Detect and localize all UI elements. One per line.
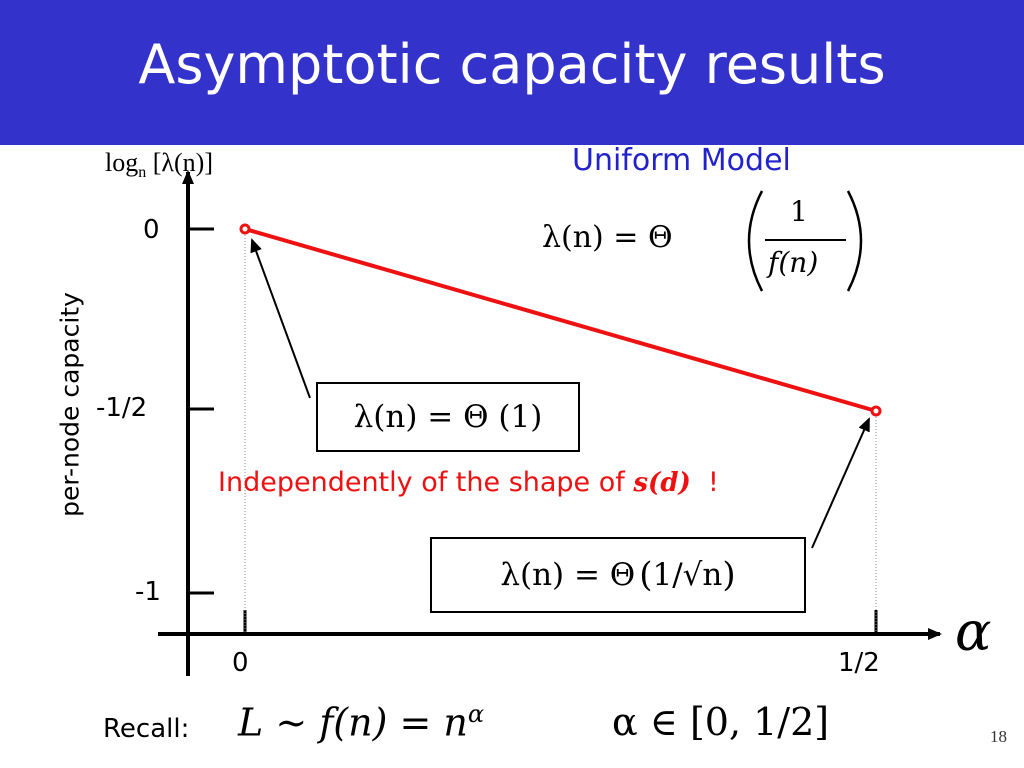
right-paren: [846, 190, 863, 292]
left-paren: [747, 190, 764, 292]
formula-sqrt-lhs: λ(n) = Θ: [500, 557, 636, 593]
slide-title: Asymptotic capacity results: [138, 33, 886, 96]
page-number: 18: [990, 727, 1007, 746]
title-bar: [0, 0, 1024, 145]
y-axis-label: logn [λ(n)]: [105, 148, 213, 182]
model-formula-denominator: f(n): [768, 246, 819, 279]
x-tick-label-half: 1/2: [838, 648, 880, 678]
y-tick-label-half: -1/2: [96, 393, 148, 423]
data-point-end: [870, 405, 882, 417]
formula-box-sqrt: λ(n) = Θ ( 1/√n ): [430, 537, 806, 613]
paren-open: (: [639, 555, 653, 595]
model-title: Uniform Model: [572, 143, 791, 178]
paren-close: ): [722, 555, 736, 595]
pointer-arrow-2: [811, 417, 870, 549]
independence-note: Independently of the shape of s(d) !: [218, 467, 719, 498]
recall-formula: L ∼ f(n) = nα: [238, 700, 485, 745]
model-formula-lhs: λ(n) = Θ: [542, 220, 673, 255]
formula-sqrt-arg: 1/√n: [652, 557, 723, 593]
x-axis-label: α: [955, 600, 992, 663]
recall-label: Recall:: [103, 714, 190, 744]
y-tick-label-1: -1: [135, 577, 161, 607]
model-formula-numerator: 1: [790, 195, 808, 228]
formula-constant: λ(n) = Θ (1): [353, 399, 543, 435]
pointer-arrow-1: [250, 238, 311, 399]
capacity-line: [244, 227, 877, 413]
data-point-start: [239, 223, 251, 235]
per-node-capacity-label: per-node capacity: [55, 292, 85, 517]
formula-box-constant: λ(n) = Θ (1): [316, 382, 580, 452]
y-tick-label-0: 0: [143, 215, 160, 245]
x-tick-label-0: 0: [232, 648, 249, 678]
recall-range: α ∈ [0, 1/2]: [612, 700, 830, 744]
